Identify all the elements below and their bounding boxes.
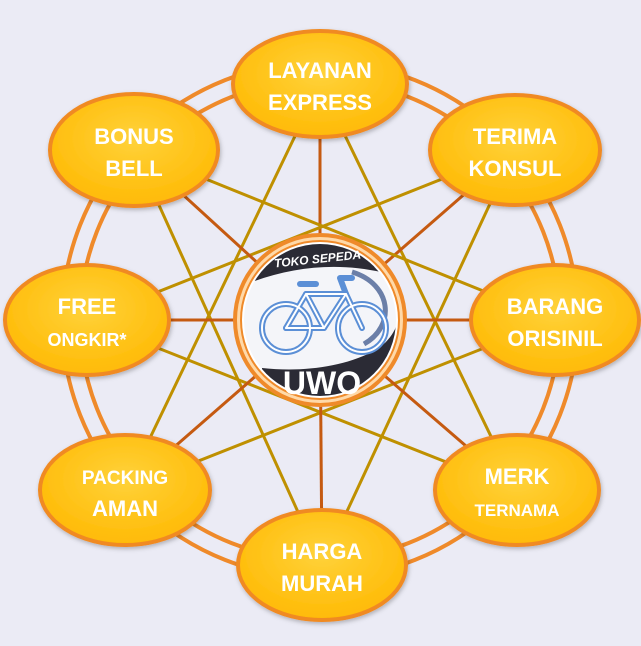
spoke-star-0 — [318, 83, 519, 491]
logo-brand-text: UWO — [283, 365, 361, 401]
node-label-line1-free-ongkir: FREE — [58, 294, 117, 319]
bicycle-icon-inner — [261, 293, 387, 353]
node-label-line1-bonus-bell: BONUS — [94, 124, 173, 149]
node-ellipse-packing-aman — [38, 433, 212, 547]
node-ellipse-terima-konsul — [428, 93, 602, 207]
spoke-star-1 — [320, 149, 517, 566]
node-label-line2-barang-orisinil: ORISINIL — [507, 326, 602, 351]
node-label-line2-layanan-express: EXPRESS — [268, 90, 372, 115]
node-layanan-express: LAYANAN EXPRESS — [231, 29, 409, 139]
node-packing-aman: PACKING AMAN — [38, 433, 212, 547]
node-label-line2-packing-aman: AMAN — [92, 496, 158, 521]
node-free-ongkir: FREE ONGKIR* — [3, 263, 171, 377]
spoke-star-4 — [132, 149, 324, 566]
node-ellipse-harga-murah — [236, 508, 408, 622]
node-group: LAYANAN EXPRESS TERIMA KONSUL BARANG ORISINIL… — [3, 29, 641, 622]
center-logo: TOKO SEPEDA UWO — [233, 233, 407, 407]
node-label-line2-terima-konsul: KONSUL — [469, 156, 562, 181]
node-label-line2-harga-murah: MURAH — [281, 571, 363, 596]
node-ellipse-barang-orisinil — [469, 263, 641, 377]
spoke-star-5 — [123, 83, 322, 491]
node-bonus-bell: BONUS BELL — [48, 92, 220, 208]
logo-swoosh-highlight — [351, 269, 388, 347]
logo-swoosh — [262, 262, 396, 396]
node-label-line2-bonus-bell: BELL — [105, 156, 162, 181]
node-harga-murah: HARGA MURAH — [236, 508, 408, 622]
node-label-line2-merk-ternama: TERNAMA — [475, 501, 560, 520]
node-merk-ternama: MERK TERNAMA — [433, 433, 601, 547]
node-ellipse-layanan-express — [231, 29, 409, 139]
node-label-line1-packing-aman: PACKING — [82, 468, 168, 489]
node-ellipse-free-ongkir — [3, 263, 171, 377]
node-label-line1-layanan-express: LAYANAN — [268, 58, 372, 83]
node-label-line1-merk-ternama: MERK — [485, 464, 550, 489]
node-ellipse-bonus-bell — [48, 92, 220, 208]
node-ellipse-merk-ternama — [433, 433, 601, 547]
node-label-line1-harga-murah: HARGA — [282, 539, 363, 564]
node-label-line2-free-ongkir: ONGKIR* — [47, 330, 126, 350]
node-barang-orisinil: BARANG ORISINIL — [469, 263, 641, 377]
node-label-line1-terima-konsul: TERIMA — [473, 124, 557, 149]
node-terima-konsul: TERIMA KONSUL — [428, 93, 602, 207]
node-label-line1-barang-orisinil: BARANG — [507, 294, 604, 319]
